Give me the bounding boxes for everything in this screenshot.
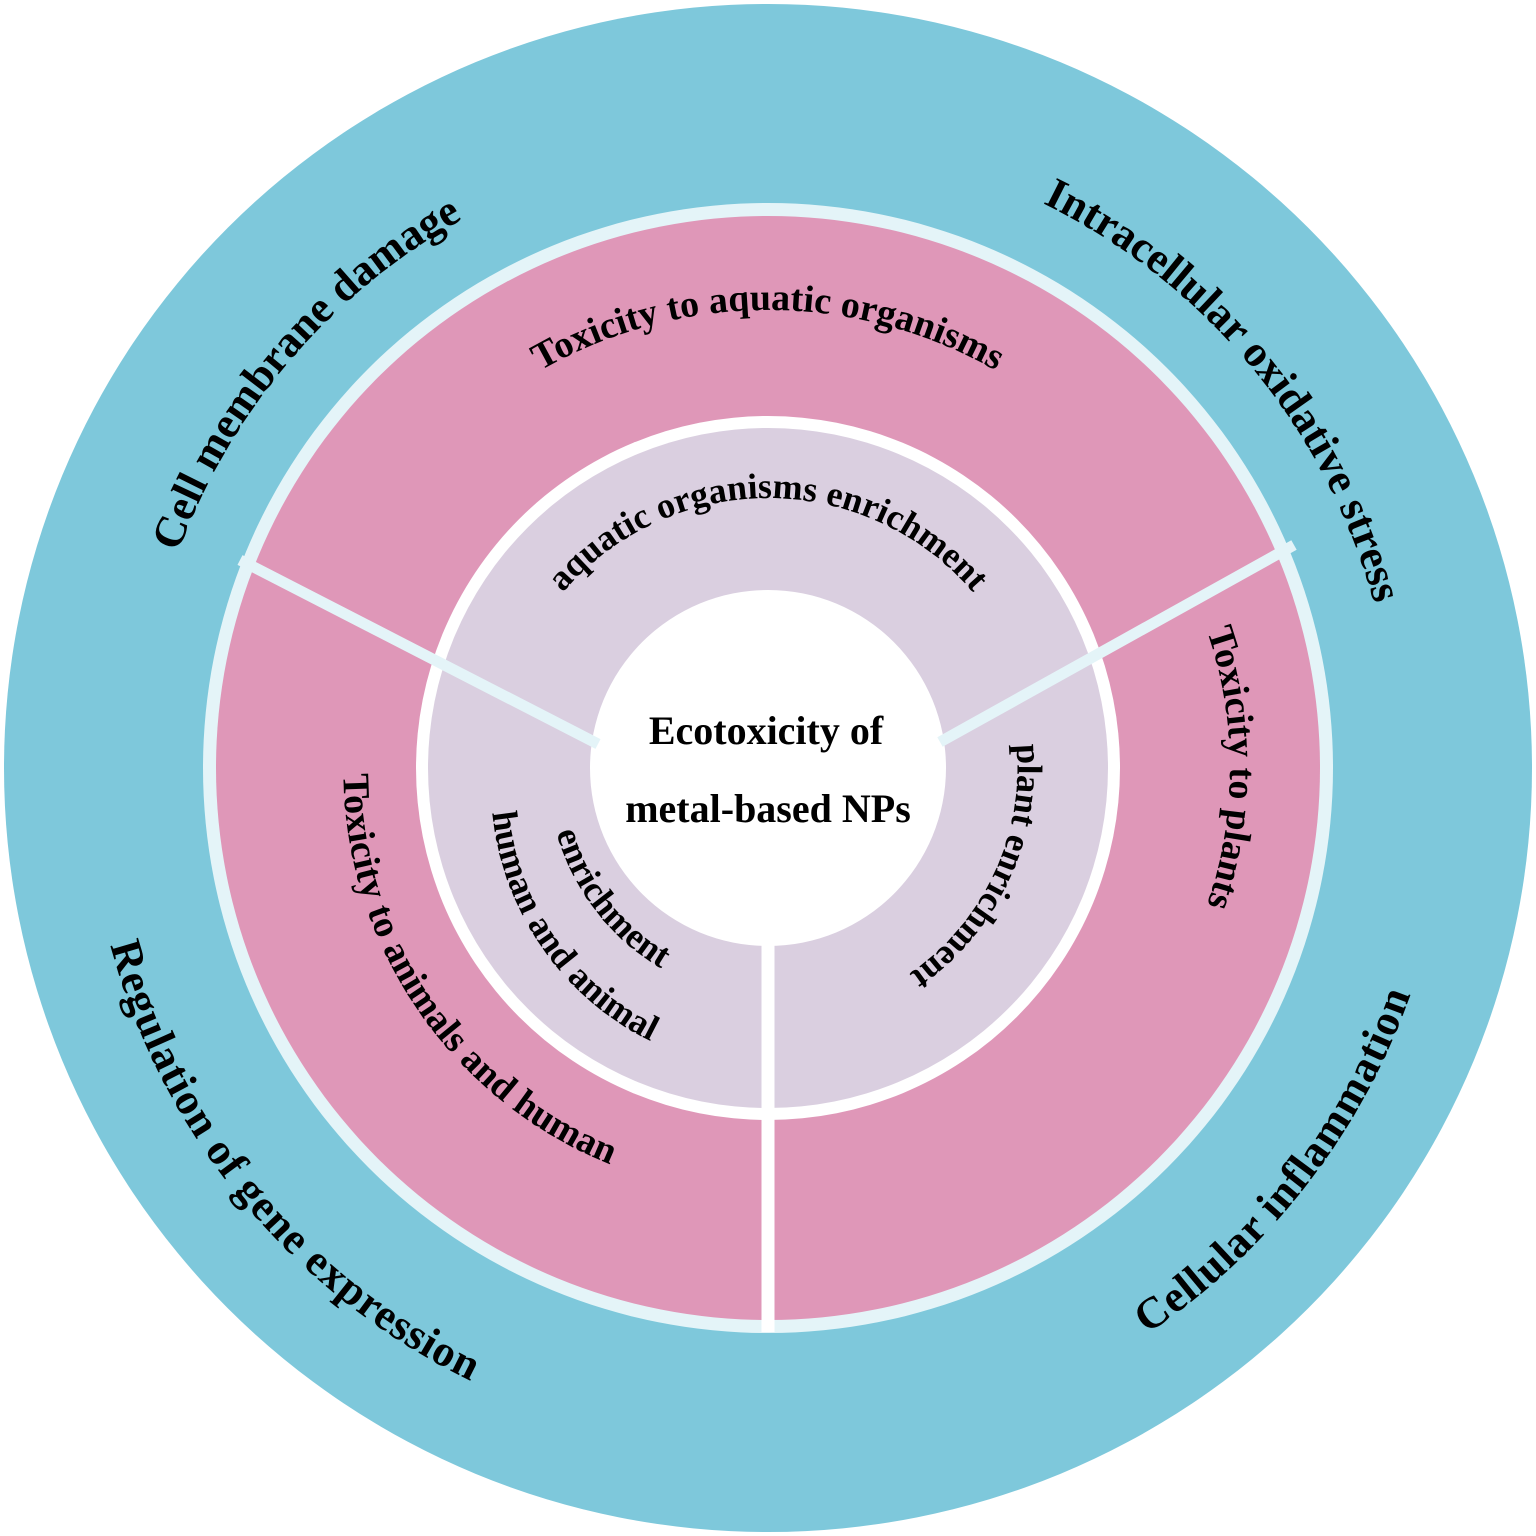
divider-upper-right — [937, 540, 1297, 747]
center-title-line1: Ecotoxicity of — [649, 708, 884, 753]
divider-upper-left — [237, 555, 601, 749]
center-title-line2: metal-based NPs — [625, 786, 911, 831]
center-circle — [590, 590, 946, 946]
